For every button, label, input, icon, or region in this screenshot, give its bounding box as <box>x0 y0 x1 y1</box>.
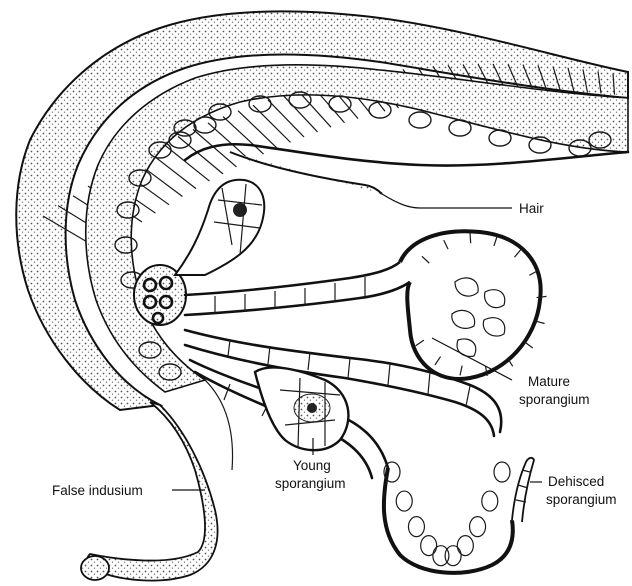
spongy-mesophyll <box>86 65 628 392</box>
dehisced-cell <box>494 462 510 482</box>
spongy-cell <box>489 130 511 146</box>
annulus-cell-wall <box>470 233 471 243</box>
young-sporangium <box>255 367 348 450</box>
label-dehisced-2: sporangium <box>546 492 617 507</box>
palisade-cell-wall <box>178 136 223 173</box>
dehisced-cell <box>433 546 449 566</box>
false-indusium <box>81 380 233 581</box>
spongy-cell <box>329 96 351 112</box>
label-hair: Hair <box>519 201 544 216</box>
dehisced-cell <box>457 536 473 556</box>
palisade-cell-wall <box>193 129 237 167</box>
dehisced-lip <box>512 458 534 522</box>
spongy-cell <box>449 120 471 136</box>
annulus-cell-wall <box>525 342 533 348</box>
dehisced-cell <box>396 491 412 511</box>
dehisced-cell <box>482 491 498 511</box>
spongy-cell <box>194 117 216 133</box>
dehisced-cell <box>421 536 437 556</box>
palisade-cell-wall <box>283 95 318 132</box>
label-dehisced-1: Dehisced <box>548 474 604 489</box>
dehisced-cell <box>408 517 424 537</box>
palisade-cell-wall <box>238 111 277 148</box>
palisade-cell-wall <box>223 117 264 155</box>
label-young-2: sporangium <box>275 476 346 491</box>
dehisced-sporangium <box>384 458 534 573</box>
hair-leader <box>382 194 512 208</box>
dehisced-cell <box>445 546 461 566</box>
dehisced-cell <box>470 517 486 537</box>
label-mature-2: sporangium <box>519 392 590 407</box>
label-young-1: Young <box>293 458 331 473</box>
spongy-cell <box>409 112 431 128</box>
palisade-cell-wall <box>253 105 291 142</box>
dehisced-annulus-cells <box>384 462 510 566</box>
label-false-indusium: False indusium <box>52 483 143 498</box>
lower-epidermis <box>185 144 628 165</box>
upper-young-sporangium <box>175 180 264 275</box>
label-mature-1: Mature <box>528 374 570 389</box>
palisade-cell-wall <box>268 100 304 137</box>
